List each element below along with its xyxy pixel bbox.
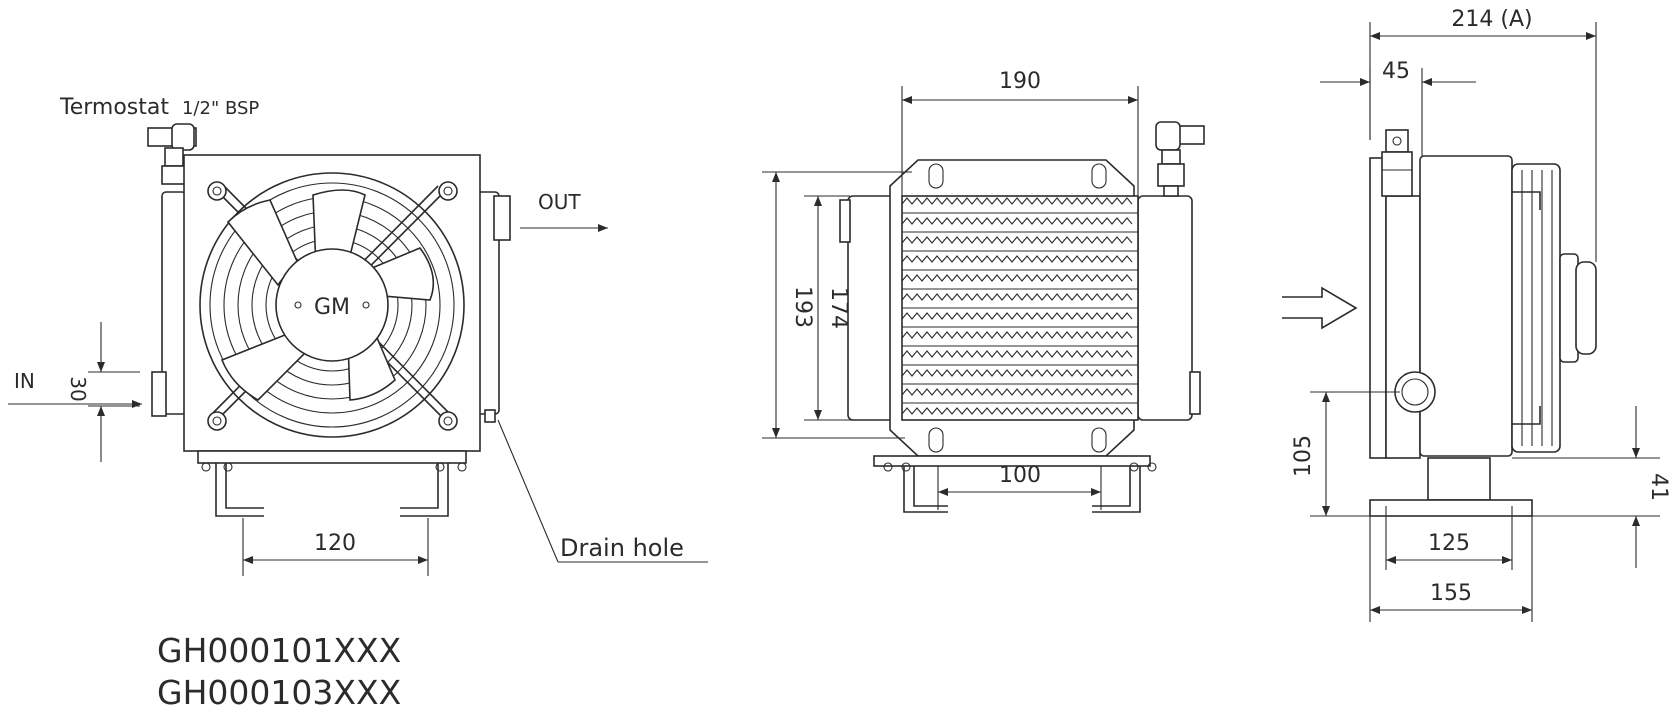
dim-inlet-height: 30 (66, 322, 140, 462)
dim-side-port-height: 105 (1291, 391, 1400, 517)
drain-plug (484, 409, 496, 423)
svg-text:30: 30 (66, 376, 90, 401)
side-port (1394, 371, 1436, 413)
svg-text:120: 120 (314, 531, 356, 556)
out-port (493, 195, 511, 241)
dim-side-fitting-offset: 45 (1320, 59, 1476, 156)
airflow-arrow (1282, 286, 1358, 330)
svg-text:174: 174 (826, 287, 851, 329)
drain-hole-label: Drain hole (560, 534, 684, 562)
svg-text:45: 45 (1382, 59, 1410, 84)
side-body (1419, 155, 1513, 457)
svg-text:214 (A): 214 (A) (1451, 7, 1532, 32)
in-label: IN (14, 369, 35, 393)
dim-side-foot-height: 41 (1512, 406, 1671, 568)
front-mounting-feet (197, 450, 467, 517)
svg-text:41: 41 (1646, 473, 1671, 501)
svg-text:155: 155 (1430, 581, 1472, 606)
side-foot (1369, 457, 1533, 517)
dim-mid-foot-spacing: 100 (937, 463, 1102, 510)
fan-brand-label: GM (314, 295, 350, 320)
fan-hub (275, 248, 389, 362)
rear-right-tank (1137, 195, 1193, 421)
rear-view: 190 193 174 100 (762, 69, 1205, 513)
dim-side-foot-inner: 125 (1385, 506, 1513, 570)
svg-text:125: 125 (1428, 531, 1470, 556)
dim-top-width: 190 (901, 69, 1139, 196)
side-fitting (1381, 129, 1413, 197)
out-label: OUT (538, 190, 581, 214)
svg-text:190: 190 (999, 69, 1041, 94)
model-number-1: GH000101XXX (157, 631, 401, 670)
svg-text:100: 100 (999, 463, 1041, 488)
svg-text:193: 193 (790, 286, 815, 328)
rear-mounting-feet (873, 455, 1157, 513)
side-frame-left (1369, 157, 1387, 459)
thermostat-label: Termostat 1/2" BSP (59, 95, 259, 120)
core-fins (901, 197, 1138, 415)
dim-front-foot-spacing: 120 (242, 518, 429, 576)
rear-thermostat (1155, 121, 1205, 197)
front-view: Termostat 1/2" BSP (8, 95, 708, 712)
dim-side-depth-total: 214 (A) (1369, 7, 1597, 262)
side-view: 214 (A) 45 105 41 (1282, 7, 1671, 622)
in-port (151, 371, 167, 417)
side-fan-guard (1511, 163, 1597, 453)
dim-side-foot-outer: 155 (1369, 516, 1533, 622)
svg-text:105: 105 (1291, 435, 1316, 477)
dim-core-height: 174 (804, 195, 872, 421)
model-number-2: GH000103XXX (157, 673, 401, 712)
side-motor (1575, 261, 1597, 355)
dim-overall-height: 193 (762, 171, 912, 439)
